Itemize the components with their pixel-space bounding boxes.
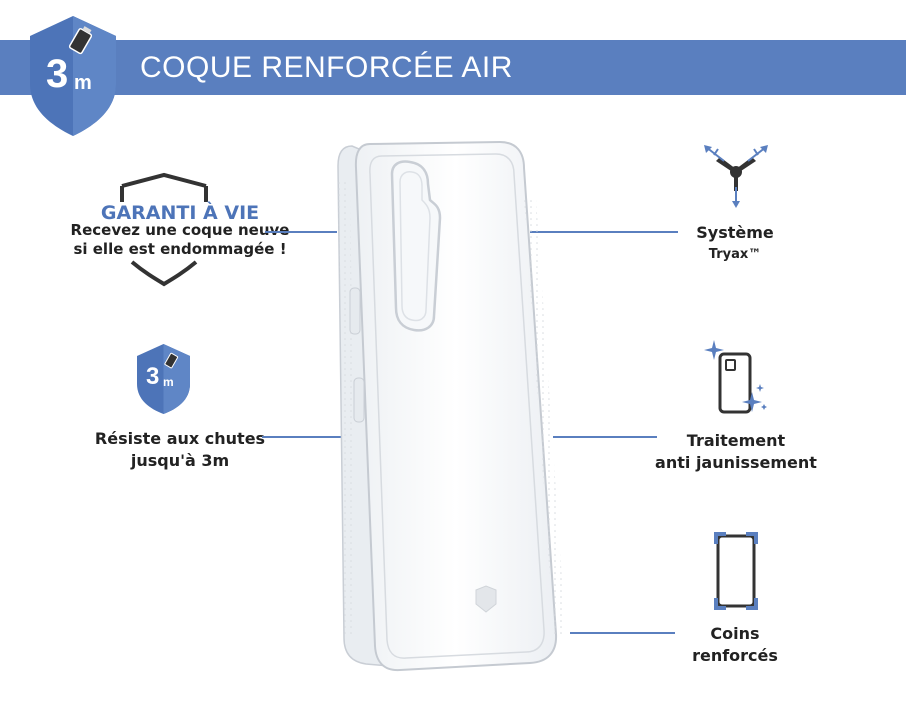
connector-line-guarantee (265, 231, 337, 233)
guarantee-title: GARANTI À VIE (100, 202, 260, 224)
yellowing-line-2: anti jaunissement (655, 453, 817, 472)
tryax-icon (704, 145, 768, 208)
yellowing-description: Traitement anti jaunissement (646, 430, 826, 474)
yellowing-line-1: Traitement (686, 431, 786, 450)
phone-drop-icon (68, 26, 93, 55)
badge-unit: m (74, 72, 92, 94)
page-title: COQUE RENFORCÉE AIR (140, 51, 513, 84)
reinforced-corners-icon (714, 532, 758, 610)
clear-phone-case-image (337, 140, 566, 672)
connector-line-corners (570, 632, 675, 634)
header-banner: COQUE RENFORCÉE AIR (0, 40, 906, 95)
connector-line-tryax (530, 231, 678, 233)
tryax-line-1: Système (696, 223, 774, 242)
drop-shield-icon: 3 m (136, 343, 191, 415)
guarantee-line-2: si elle est endommagée ! (73, 240, 287, 258)
corners-description: Coins renforcés (660, 623, 810, 667)
drop-line-1: Résiste aux chutes (94, 429, 266, 448)
guarantee-description: Recevez une coque neuve si elle est endo… (40, 221, 320, 259)
drop-badge-number: 3 (146, 363, 160, 390)
shield-outline-icon (120, 172, 208, 287)
sparkle-phone-icon (704, 340, 767, 414)
badge-number: 3 (46, 52, 69, 96)
corners-line-1: Coins (710, 624, 760, 643)
connector-line-yellowing (553, 436, 657, 438)
corners-line-2: renforcés (692, 646, 778, 665)
drop-description: Résiste aux chutes jusqu'à 3m (60, 428, 300, 472)
drop-line-2: jusqu'à 3m (130, 451, 230, 470)
shield-badge-icon (30, 16, 116, 136)
drop-badge-unit: m (163, 375, 174, 389)
tryax-description: Système Tryax™ (660, 222, 810, 266)
drop-badge: 3 m (28, 14, 118, 138)
guarantee-line-1: Recevez une coque neuve (70, 221, 290, 239)
connector-line-drop (262, 436, 360, 438)
tryax-line-2: Tryax™ (708, 247, 762, 262)
